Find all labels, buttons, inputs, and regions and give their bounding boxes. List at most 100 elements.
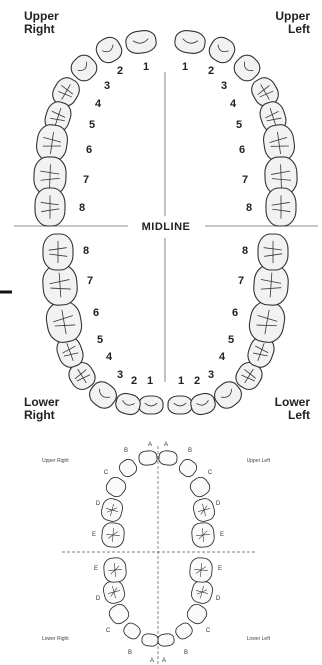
primary-lower-left-letter-E: E [218,566,222,572]
upper-left-number-1: 1 [182,61,188,73]
primary-lower-left-tooth-E [189,557,213,583]
primary-lower-left-letter-D: D [216,596,221,602]
primary-lower-left-tooth-D [189,579,214,605]
upper-right-number-6: 6 [86,144,92,156]
primary-lower-left-tooth-A [158,633,175,646]
upper-left-number-3: 3 [221,80,227,92]
upper-right-number-2: 2 [117,65,123,77]
lower-left-tooth-6 [247,299,287,344]
primary-upper-right-tooth-C [103,474,128,499]
lower-right-number-6: 6 [93,307,99,319]
primary-lower-left-tooth-C [184,601,209,626]
upper-right-number-7: 7 [83,174,89,186]
upper-left-number-5: 5 [236,119,242,131]
upper-left-number-6: 6 [239,144,245,156]
lower-right-label-line1: Lower [24,395,60,409]
primary-lower-left-letter-C: C [206,628,211,634]
upper-right-number-1: 1 [143,61,149,73]
small-lower-right-label: Lower Right [42,636,69,642]
upper-right-tooth-2 [93,34,126,67]
lower-right-number-1: 1 [147,375,153,387]
upper-left-tooth-1 [174,29,207,55]
upper-left-number-7: 7 [242,174,248,186]
primary-lower-right-tooth-B [121,621,142,642]
primary-lower-right-tooth-A [142,633,159,646]
lower-left-tooth-8 [258,234,288,270]
primary-upper-left-letter-B: B [188,448,192,454]
primary-lower-right-letter-B: B [128,650,132,656]
primary-upper-right-tooth-D [99,497,124,523]
lower-right-number-4: 4 [106,351,113,363]
upper-right-label-line1: Upper [24,9,59,23]
primary-upper-right-tooth-B [117,457,139,479]
upper-right-tooth-8 [35,188,65,226]
lower-left-tooth-1 [168,396,192,414]
upper-right-number-3: 3 [104,80,110,92]
upper-right-number-8: 8 [79,202,85,214]
primary-upper-right-letter-A: A [148,442,152,448]
primary-lower-left-letter-A: A [162,658,166,664]
lower-left-number-2: 2 [194,375,200,387]
small-upper-right-label: Upper Right [42,458,69,464]
lower-left-number-4: 4 [219,351,226,363]
lower-left-label-line2: Left [288,408,310,422]
primary-upper-left-tooth-C [187,474,212,499]
lower-right-number-2: 2 [131,375,137,387]
primary-lower-right-tooth-D [101,579,126,605]
small-upper-left-label: Upper Left [247,458,271,464]
upper-left-tooth-8 [266,188,296,226]
lower-right-label-line2: Right [24,408,55,422]
lower-right-tooth-6 [44,299,84,344]
primary-upper-left-tooth-E [191,522,215,548]
upper-right-tooth-1 [125,29,158,55]
primary-lower-right-letter-D: D [96,596,101,602]
upper-left-number-4: 4 [230,98,237,110]
upper-right-number-4: 4 [95,98,102,110]
primary-upper-right-letter-E: E [92,532,96,538]
primary-lower-right-letter-A: A [150,658,154,664]
lower-left-label-line1: Lower [275,395,311,409]
primary-lower-right-letter-C: C [106,628,111,634]
lower-left-number-5: 5 [228,334,234,346]
midline-label: MIDLINE [142,221,191,233]
primary-upper-left-letter-D: D [216,501,221,507]
primary-lower-right-letter-E: E [94,566,98,572]
lower-right-number-3: 3 [117,369,123,381]
primary-upper-left-letter-E: E [220,532,224,538]
permanent-teeth-chart: Upper Right Upper Left Lower Right Lower… [0,0,322,430]
upper-left-number-2: 2 [208,65,214,77]
primary-upper-right-letter-B: B [124,448,128,454]
primary-upper-right-tooth-E [101,522,125,548]
primary-upper-right-tooth-A [138,450,157,466]
lower-left-number-1: 1 [178,375,184,387]
primary-upper-left-tooth-A [158,450,177,466]
primary-lower-left-tooth-B [173,621,194,642]
primary-upper-left-tooth-B [177,457,199,479]
primary-upper-left-letter-A: A [164,442,168,448]
primary-teeth-chart: Upper Right Upper Left Lower Right Lower… [0,432,322,665]
lower-left-number-7: 7 [238,275,244,287]
lower-left-number-3: 3 [208,369,214,381]
primary-upper-right-letter-C: C [104,470,109,476]
lower-left-number-8: 8 [242,245,248,257]
lower-right-number-5: 5 [97,334,103,346]
primary-upper-left-letter-C: C [208,470,213,476]
lower-right-number-8: 8 [83,245,89,257]
upper-left-tooth-2 [206,34,239,67]
small-lower-left-label: Lower Left [247,636,271,642]
upper-left-label-line2: Left [288,22,310,36]
lower-left-number-6: 6 [232,307,238,319]
primary-upper-right-letter-D: D [96,501,101,507]
upper-left-number-8: 8 [246,202,252,214]
primary-lower-right-tooth-E [103,557,127,583]
primary-upper-left-tooth-D [191,497,216,523]
lower-right-tooth-1 [139,396,163,414]
upper-left-label-line1: Upper [275,9,310,23]
upper-right-label-line2: Right [24,22,55,36]
primary-lower-right-tooth-C [106,601,131,626]
lower-right-tooth-8 [43,234,73,270]
primary-lower-left-letter-B: B [184,650,188,656]
lower-right-number-7: 7 [87,275,93,287]
lower-right-tooth-2 [114,391,142,417]
lower-left-tooth-2 [189,391,217,417]
